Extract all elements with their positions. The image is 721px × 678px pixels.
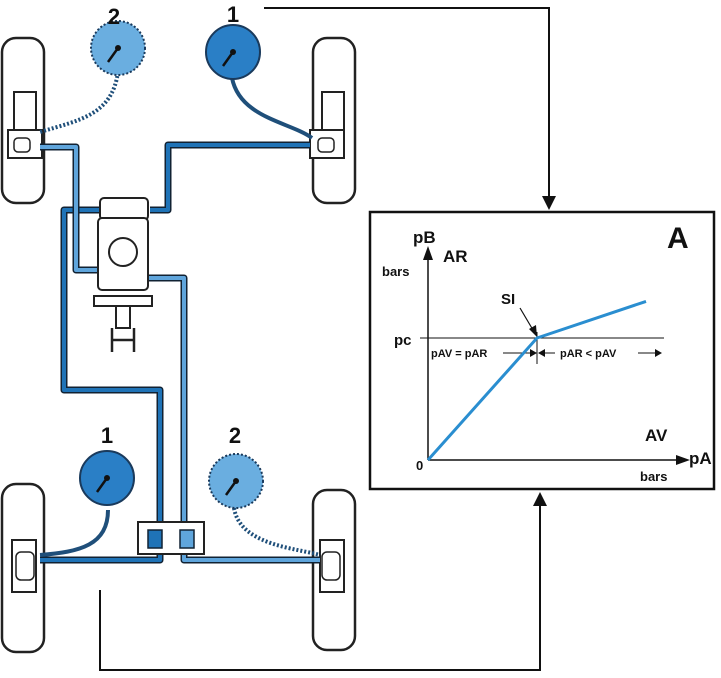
graph-panel-letter: A xyxy=(667,222,689,255)
right-region-arrow-head-right xyxy=(655,349,662,357)
gauge-rear-right xyxy=(208,453,264,509)
arrow-head-bottom xyxy=(533,492,547,506)
y-axis-arrow xyxy=(423,246,433,260)
right-region-label: pAR < pAV xyxy=(560,348,617,360)
y-unit-label: bars xyxy=(382,264,409,279)
gauge-label-front-right: 1 xyxy=(227,2,239,27)
master-cylinder xyxy=(93,197,153,352)
arrow-head-top xyxy=(542,196,556,210)
graph-panel xyxy=(368,210,716,491)
front-right-wheel xyxy=(309,36,357,205)
x-unit-label: bars xyxy=(640,469,667,484)
gauge-front-left xyxy=(90,20,146,76)
gauge-front-right xyxy=(205,24,261,80)
gauge-rear-left xyxy=(79,450,135,506)
y-axis-label: pB xyxy=(413,228,436,247)
threshold-label: pc xyxy=(394,332,412,349)
knee-pointer-head xyxy=(529,325,537,337)
gauge-label-front-left: 2 xyxy=(108,4,120,29)
brake-lines-primary xyxy=(40,141,320,564)
y-group-label: AR xyxy=(443,247,468,266)
gauge-label-rear-right: 2 xyxy=(229,423,241,448)
response-curve xyxy=(426,299,647,461)
origin-label: 0 xyxy=(416,458,423,473)
knee-pointer xyxy=(519,307,534,331)
x-axis-label: pA xyxy=(689,449,712,468)
rear-junction-block xyxy=(137,521,205,555)
connector-arrows xyxy=(99,7,550,671)
knee-label: SI xyxy=(501,291,515,308)
gauge-label-rear-left: 1 xyxy=(101,423,113,448)
right-region-arrow-head-left xyxy=(538,349,545,357)
x-axis-arrow xyxy=(676,455,690,465)
left-region-label: pAV = pAR xyxy=(431,348,487,360)
front-left-wheel xyxy=(0,36,46,205)
x-group-label: AV xyxy=(645,426,668,445)
left-region-arrow-head xyxy=(530,349,537,357)
rear-left-wheel xyxy=(0,482,46,654)
gauge-hoses xyxy=(39,71,321,557)
rear-right-wheel xyxy=(311,488,357,652)
